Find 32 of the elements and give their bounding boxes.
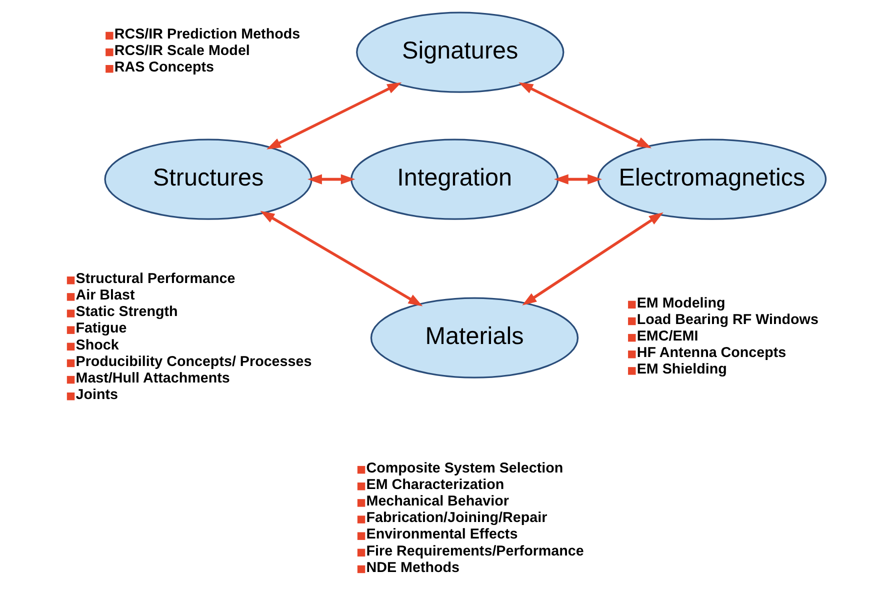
node-label: Fabrication/Joining/Repair — [366, 510, 547, 526]
node-label: EM Shielding — [636, 362, 726, 378]
node-label: Fire Requirements/Performance — [366, 543, 584, 560]
node-label: Shock — [75, 337, 118, 354]
node-label: Mechanical Behavior — [366, 494, 508, 510]
node-label: Joints — [75, 387, 118, 404]
node-label: RAS Concepts — [114, 60, 214, 76]
node-ellipse: Integration — [350, 138, 558, 220]
node-label: Producibility Concepts/ Processes — [75, 354, 312, 370]
node-label: NDE Methods — [366, 560, 459, 576]
node-label: Mast/Hull Attachments — [75, 370, 230, 386]
arrow — [266, 82, 402, 150]
node-label: EM Modeling — [636, 295, 725, 312]
node-label: Air Blast — [75, 288, 134, 304]
arrow — [553, 174, 602, 184]
node-label: EMC/EMI — [636, 328, 698, 344]
node-label: HF Antenna Concepts — [636, 345, 786, 362]
arrow — [522, 212, 663, 306]
arrow — [307, 174, 355, 184]
node-label: EM Characterization — [366, 477, 504, 494]
node-label: Structural Performance — [75, 271, 235, 288]
node-label: Static Strength — [75, 304, 178, 320]
node-label: RCS/IR Scale Model — [114, 42, 250, 59]
node-label: Fatigue — [75, 320, 126, 337]
node-label: Load Bearing RF Windows — [636, 312, 818, 328]
node-ellipse: Electromagnetics — [596, 138, 826, 220]
arrow — [518, 82, 652, 148]
node-label: RCS/IR Prediction Methods — [114, 26, 300, 42]
node-ellipse: Materials — [370, 297, 578, 378]
node-label: Environmental Effects — [366, 526, 518, 543]
arrow — [260, 210, 422, 306]
node-label: Composite System Selection — [366, 460, 563, 476]
